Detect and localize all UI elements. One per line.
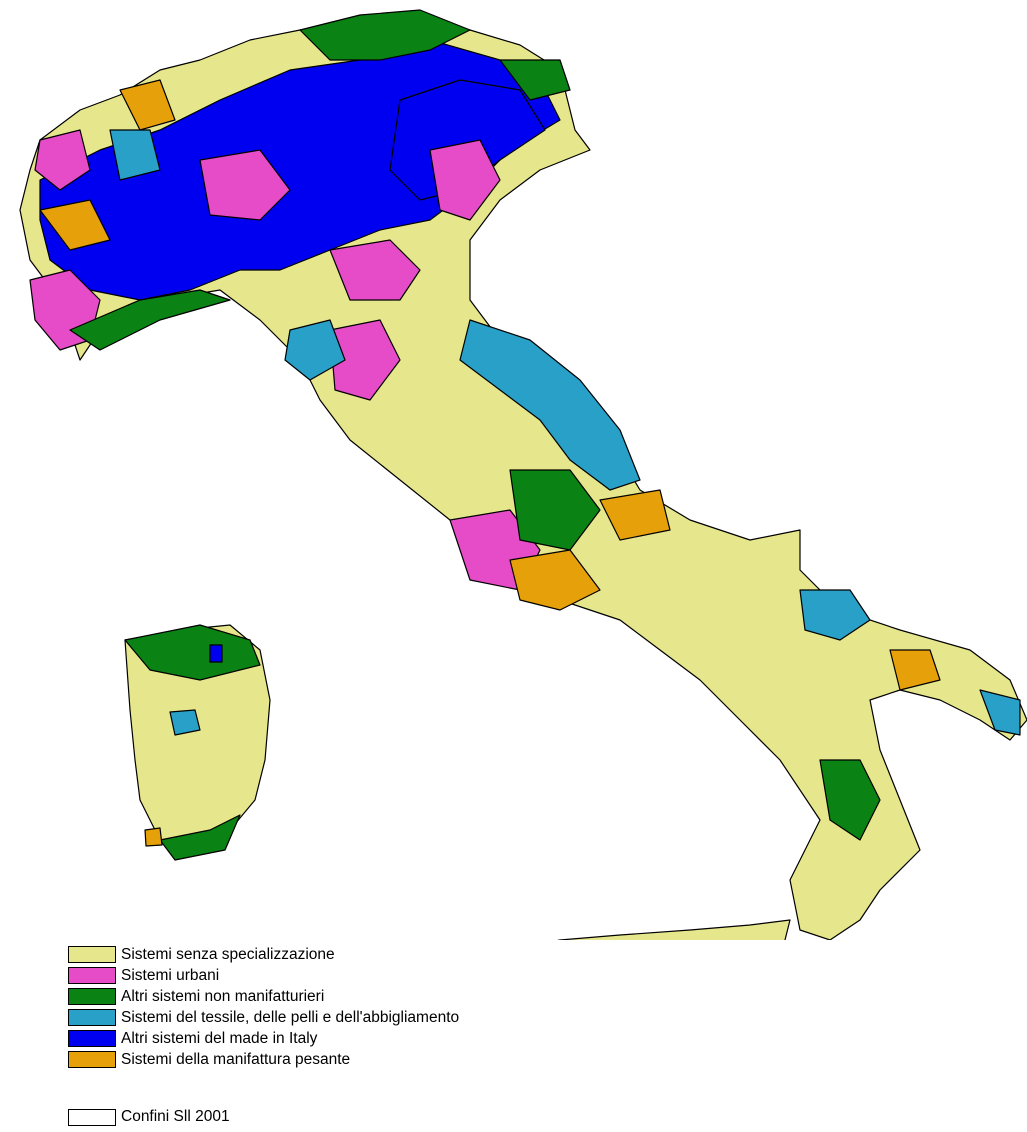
florence-urban <box>329 319 401 401</box>
legend-item-no-specialization: Sistemi senza specializzazione <box>68 944 459 965</box>
aosta-heavy <box>119 79 176 131</box>
legend-swatch <box>68 946 116 963</box>
nw-urban <box>34 129 91 191</box>
legend-swatch <box>68 988 116 1005</box>
tuscany-textile <box>284 319 346 381</box>
legend-label: Sistemi della manifattura pesante <box>121 1050 351 1068</box>
legend-label: Altri sistemi del made in Italy <box>121 1029 318 1047</box>
veneto-made-in-italy <box>389 79 546 201</box>
legend-item-non-manufacturing: Altri sistemi non manifatturieri <box>68 986 459 1007</box>
piedmont-heavy <box>39 199 111 251</box>
legend-swatch <box>68 1030 116 1047</box>
sardinia-textile <box>169 709 201 736</box>
legend-label: Sistemi del tessile, delle pelli e dell'… <box>121 1008 460 1026</box>
sardinia-north-non-manufacturing <box>124 624 261 681</box>
legend-item-boundaries: Confini Sll 2001 <box>68 1108 230 1126</box>
italy-labour-market-map <box>19 9 1027 940</box>
legend-swatch <box>68 1051 116 1068</box>
legend-item-textile: Sistemi del tessile, delle pelli e dell'… <box>68 1007 459 1028</box>
sardinia-made-in-italy <box>209 644 223 663</box>
friuli-non-manufacturing <box>499 59 571 101</box>
legend-swatch <box>68 1108 116 1126</box>
taranto-heavy <box>889 649 941 691</box>
legend-label: Sistemi senza specializzazione <box>121 945 335 963</box>
sardinia-south-non-manufacturing <box>159 814 241 861</box>
legend-label: Sistemi urbani <box>121 966 220 984</box>
map-legend: Sistemi senza specializzazione Sistemi u… <box>68 944 459 1070</box>
sardinia-heavy <box>144 827 163 847</box>
legend-item-heavy-manufacturing: Sistemi della manifattura pesante <box>68 1049 459 1070</box>
legend-swatch <box>68 967 116 984</box>
liguria-non-manufacturing <box>69 289 231 351</box>
alps-non-manufacturing <box>299 9 471 61</box>
sardinia-island <box>124 624 271 851</box>
lombardy-textile <box>109 129 161 181</box>
legend-item-made-in-italy: Altri sistemi del made in Italy <box>68 1028 459 1049</box>
sicily-island <box>556 919 791 940</box>
milan-urban <box>199 149 291 221</box>
legend-swatch <box>68 1009 116 1026</box>
salento-textile <box>979 689 1021 736</box>
marche-textile <box>459 319 641 491</box>
bologna-urban <box>329 239 421 301</box>
lazio-heavy <box>509 549 601 611</box>
campania-heavy <box>599 489 671 541</box>
venice-urban <box>429 139 501 221</box>
legend-item-urban: Sistemi urbani <box>68 965 459 986</box>
calabria-non-manufacturing <box>819 759 881 841</box>
abruzzo-non-manufacturing <box>509 469 601 551</box>
legend-label: Altri sistemi non manifatturieri <box>121 987 325 1005</box>
legend-label: Confini Sll 2001 <box>121 1108 230 1125</box>
puglia-textile <box>799 589 871 641</box>
